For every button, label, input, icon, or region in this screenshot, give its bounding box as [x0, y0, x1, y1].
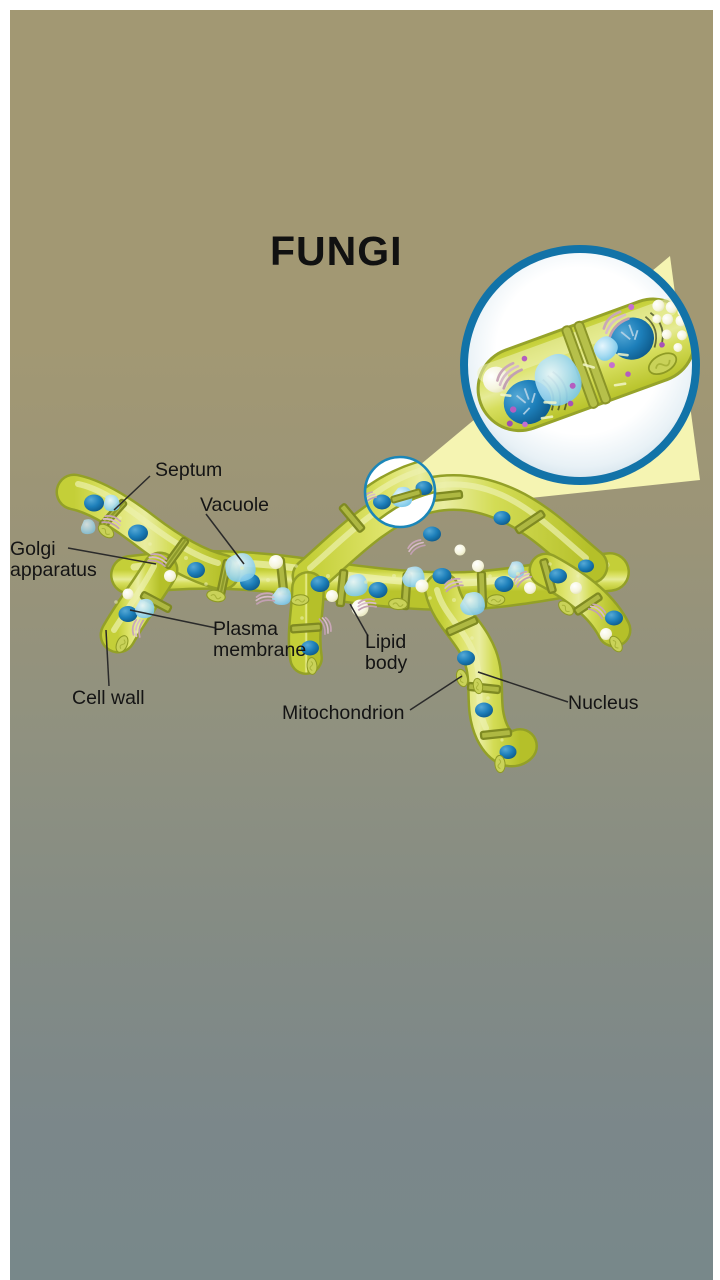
leader-lines — [67, 475, 569, 711]
label-vacuole: Vacuole — [200, 494, 270, 516]
label-plasma-line1: Plasma — [213, 618, 279, 640]
label-nucleus: Nucleus — [568, 692, 639, 714]
leader-cell-wall — [105, 629, 110, 687]
label-plasma-line2: membrane — [213, 639, 307, 661]
septum-group — [98, 489, 603, 741]
leader-vacuole — [205, 513, 245, 565]
nucleus-group — [84, 494, 623, 759]
label-septum: Septum — [155, 459, 223, 481]
leader-septum — [113, 475, 151, 511]
vacuole-group — [80, 494, 525, 619]
cytoplasm-speckles — [114, 516, 580, 742]
page-title: FUNGI — [270, 228, 403, 274]
selection-circle[interactable] — [350, 455, 496, 529]
label-cell-wall: Cell wall — [72, 687, 145, 709]
label-mitochondrion: Mitochondrion — [282, 702, 405, 724]
leader-lipid-body — [349, 603, 369, 637]
magnifier-circle[interactable] — [460, 245, 708, 485]
label-lipid-line2: body — [365, 652, 408, 674]
leader-nucleus — [477, 671, 569, 703]
hyphal-network — [55, 473, 632, 774]
leader-golgi-apparatus — [67, 547, 157, 565]
fungi-illustration — [55, 245, 708, 774]
label-golgi-line2: apparatus — [10, 559, 97, 581]
label-golgi-line1: Golgi — [10, 538, 56, 560]
lipid-body-group — [122, 544, 612, 640]
leader-mitochondrion — [409, 675, 463, 711]
leader-plasma-membrane — [129, 609, 217, 629]
ribosome-group — [506, 303, 665, 428]
label-lipid-line1: Lipid — [365, 631, 407, 653]
